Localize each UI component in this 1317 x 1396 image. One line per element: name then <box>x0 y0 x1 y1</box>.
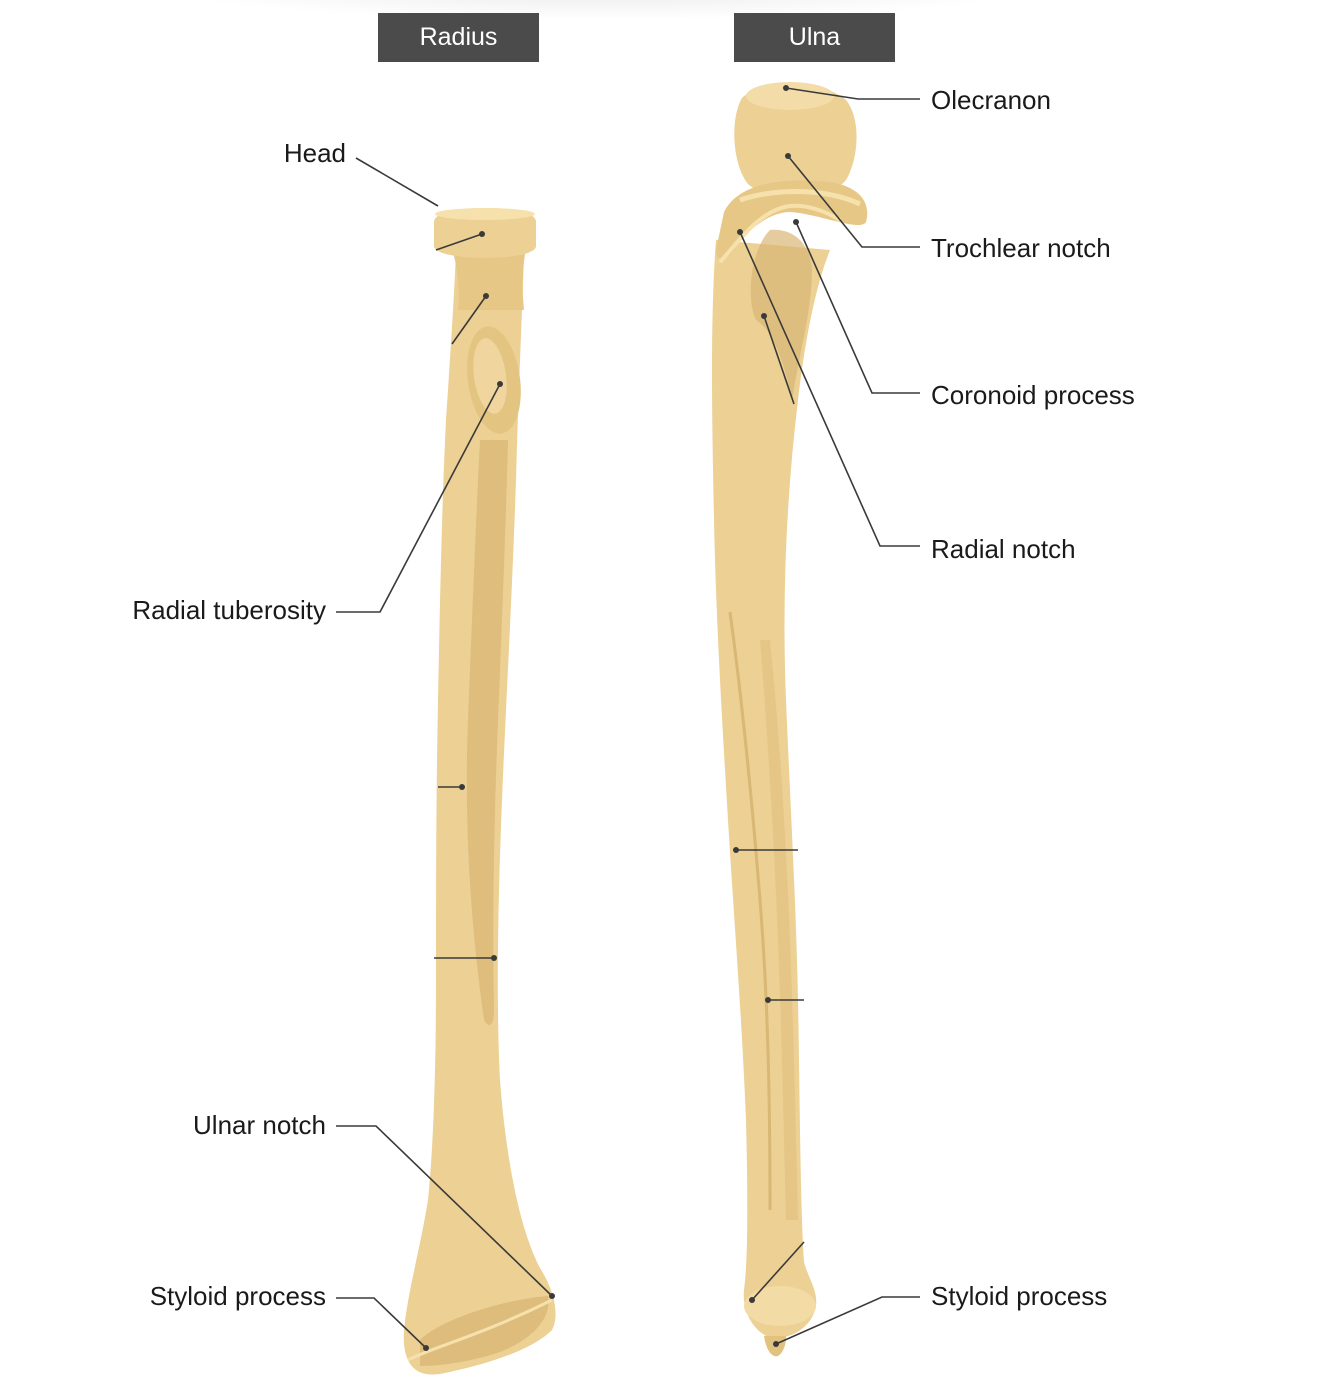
radius-distal-facet <box>407 1298 553 1362</box>
leader-olecranon <box>785 87 920 100</box>
label-ulna-styloid-process: Styloid process <box>931 1281 1108 1311</box>
trochlear-notch-rim <box>739 189 862 207</box>
leader-coronoid-process <box>795 221 920 394</box>
olecranon-top <box>746 82 834 110</box>
leader-radius-styloid <box>336 1297 427 1349</box>
ulna-interosseous-line <box>728 611 772 1211</box>
leader-coronoid-tick <box>763 315 795 405</box>
leader-radial-notch <box>739 231 920 547</box>
ulna-header: Ulna <box>734 13 895 62</box>
radial-tuberosity-highlight <box>473 338 507 414</box>
radius-bone <box>403 208 556 1375</box>
label-olecranon: Olecranon <box>931 85 1051 115</box>
radius-head <box>434 208 536 258</box>
label-coronoid-process: Coronoid process <box>931 380 1135 410</box>
label-radial-notch: Radial notch <box>931 534 1076 564</box>
leader-lines <box>336 87 920 1349</box>
radius-shaft-shade <box>466 440 508 1025</box>
trochlear-notch-curve <box>718 203 842 264</box>
leader-neck-tick <box>451 295 487 345</box>
trochlear-notch-area <box>716 180 868 259</box>
olecranon-bump <box>734 84 857 198</box>
ulna-bone <box>712 82 868 1357</box>
radius-head-top <box>435 208 535 220</box>
leader-dots <box>423 85 799 1351</box>
leader-ulna-distal-tick <box>751 1241 805 1301</box>
label-ulnar-notch: Ulnar notch <box>193 1110 326 1140</box>
leader-ulnar-notch <box>336 1125 553 1297</box>
label-radius-styloid-process: Styloid process <box>149 1281 326 1311</box>
leader-head-tick <box>435 233 483 251</box>
ulna-shaft-shade <box>760 640 798 1220</box>
leader-radial-tuberosity <box>336 383 501 613</box>
label-trochlear-notch: Trochlear notch <box>931 233 1111 263</box>
ulna-distal-head <box>744 1286 816 1326</box>
label-head: Head <box>283 138 346 168</box>
radius-header: Radius <box>378 13 539 62</box>
leader-trochlear-notch <box>787 155 920 248</box>
leader-ulna-styloid <box>775 1296 920 1345</box>
leader-head <box>355 157 439 207</box>
radius-neck <box>452 248 526 310</box>
label-radial-tuberosity: Radial tuberosity <box>132 595 326 625</box>
